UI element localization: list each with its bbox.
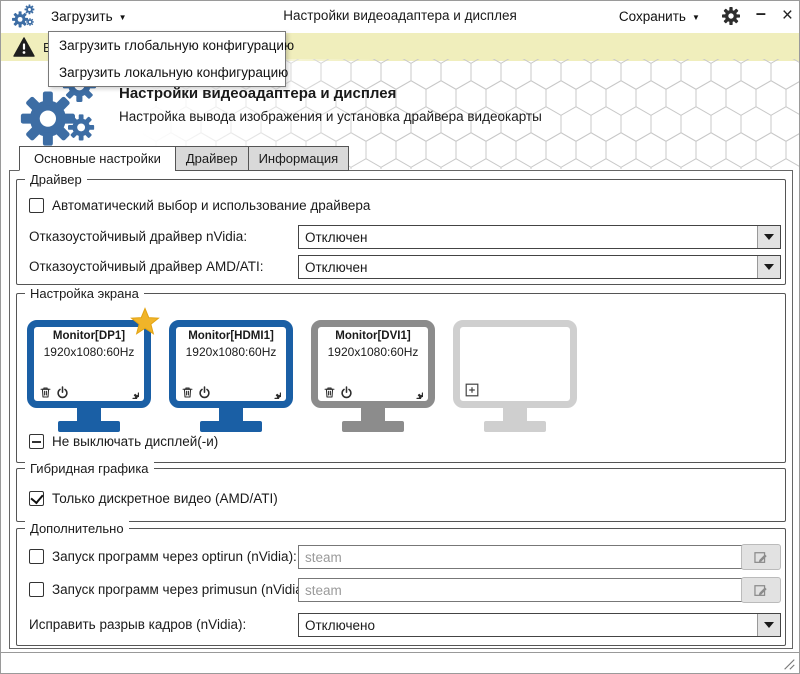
- optirun-input[interactable]: [298, 545, 743, 569]
- monitor-base: [200, 421, 262, 432]
- trash-icon[interactable]: [323, 386, 336, 399]
- monitor-name: Monitor[DVI1]: [335, 330, 411, 342]
- optirun-edit-button[interactable]: [741, 544, 781, 570]
- monitor-widget-hdmi1[interactable]: Monitor[HDMI1] 1920x1080:60Hz: [169, 320, 293, 432]
- monitor-base: [484, 421, 546, 432]
- nvidia-failsafe-label: Отказоустойчивый драйвер nVidia:: [29, 229, 248, 244]
- page-title: Настройки видеоадаптера и дисплея: [119, 85, 397, 102]
- add-monitor-icon[interactable]: [465, 383, 479, 397]
- group-driver: Драйвер Автоматический выбор и использов…: [16, 172, 786, 285]
- pencil-icon: [753, 549, 769, 565]
- discrete-only-label: Только дискретное видео (AMD/ATI): [52, 491, 278, 506]
- power-icon[interactable]: [56, 386, 69, 399]
- resize-grip[interactable]: [782, 657, 796, 671]
- tab-driver[interactable]: Драйвер: [174, 146, 249, 171]
- monitor-resolution: 1920x1080:60Hz: [43, 345, 135, 359]
- group-screen: Настройка экрана Monitor[DP1] 1920x1080:…: [16, 286, 786, 463]
- title-bar: Загрузить ▼ Настройки видеоадаптера и ди…: [1, 1, 799, 31]
- power-icon[interactable]: [340, 386, 353, 399]
- keep-display-on-label: Не выключать дисплей(-и): [52, 434, 219, 449]
- chevron-down-icon: [764, 264, 774, 270]
- monitor-resolution: 1920x1080:60Hz: [327, 345, 419, 359]
- trash-icon[interactable]: [181, 386, 194, 399]
- menu-item-load-local[interactable]: Загрузить локальную конфигурацию: [59, 65, 289, 80]
- optirun-label: Запуск программ через optirun (nVidia):: [52, 549, 297, 564]
- monitor-widget-dp1[interactable]: Monitor[DP1] 1920x1080:60Hz: [27, 320, 151, 432]
- load-menu-label: Загрузить: [51, 8, 113, 24]
- page-subtitle: Настройка вывода изображения и установка…: [119, 109, 542, 124]
- monitor-stand: [361, 408, 385, 421]
- close-button[interactable]: ×: [781, 5, 793, 26]
- chevron-down-icon: [764, 234, 774, 240]
- primusun-label: Запуск программ через primusun (nVidia):: [52, 582, 312, 597]
- monitor-stand: [503, 408, 527, 421]
- warning-text: В: [43, 40, 52, 55]
- dropdown-arrow-button[interactable]: [757, 226, 780, 248]
- monitor-widget-empty[interactable]: [453, 320, 577, 432]
- group-screen-legend: Настройка экрана: [25, 286, 144, 301]
- tab-main-settings[interactable]: Основные настройки: [19, 146, 176, 171]
- auto-driver-label: Автоматический выбор и использование дра…: [52, 198, 371, 213]
- group-hybrid-legend: Гибридная графика: [25, 461, 154, 476]
- dropdown-arrow-button[interactable]: [757, 614, 780, 636]
- load-dropdown-menu: Загрузить глобальную конфигурацию Загруз…: [48, 31, 295, 87]
- keep-display-on-checkbox[interactable]: [29, 434, 44, 449]
- monitor-gear-icon[interactable]: [268, 386, 281, 399]
- monitor-base: [58, 421, 120, 432]
- pencil-icon: [753, 582, 769, 598]
- dropdown-arrow-button[interactable]: [757, 256, 780, 278]
- monitor-name: Monitor[DP1]: [52, 330, 126, 342]
- tab-information[interactable]: Информация: [247, 146, 350, 171]
- power-icon[interactable]: [198, 386, 211, 399]
- monitor-gear-icon[interactable]: [410, 386, 423, 399]
- monitor-widget-dvi1[interactable]: Monitor[DVI1] 1920x1080:60Hz: [311, 320, 435, 432]
- monitor-gear-icon[interactable]: [126, 386, 139, 399]
- nvidia-failsafe-value: Отключен: [305, 229, 368, 245]
- amd-failsafe-select[interactable]: Отключен: [298, 255, 781, 279]
- group-extra: Дополнительно Запуск программ через opti…: [16, 521, 786, 646]
- primusun-checkbox[interactable]: [29, 582, 44, 597]
- monitor-resolution: 1920x1080:60Hz: [185, 345, 277, 359]
- chevron-down-icon: ▼: [118, 12, 127, 22]
- minimize-button[interactable]: –: [755, 3, 766, 23]
- auto-driver-checkbox[interactable]: [29, 198, 44, 213]
- warning-icon: [13, 37, 35, 57]
- group-extra-legend: Дополнительно: [25, 521, 129, 536]
- tab-bar: Основные настройки Драйвер Информация: [19, 146, 350, 171]
- save-menu-button[interactable]: Сохранить ▼: [613, 1, 706, 31]
- tearing-fix-label: Исправить разрыв кадров (nVidia):: [29, 617, 247, 632]
- tab-content-panel: Драйвер Автоматический выбор и использов…: [9, 170, 793, 649]
- optirun-checkbox[interactable]: [29, 549, 44, 564]
- discrete-only-checkbox[interactable]: [29, 491, 44, 506]
- tearing-fix-select[interactable]: Отключено: [298, 613, 781, 637]
- primary-star-icon: [130, 307, 160, 337]
- settings-gear-button[interactable]: [721, 7, 740, 25]
- tearing-fix-value: Отключено: [305, 617, 375, 633]
- app-gears-icon: [12, 4, 35, 28]
- chevron-down-icon: ▼: [691, 12, 700, 22]
- nvidia-failsafe-select[interactable]: Отключен: [298, 225, 781, 249]
- primusun-input[interactable]: [298, 578, 743, 602]
- group-hybrid: Гибридная графика Только дискретное виде…: [16, 461, 786, 522]
- monitor-row: Monitor[DP1] 1920x1080:60Hz: [27, 320, 577, 432]
- save-menu-label: Сохранить: [618, 8, 686, 24]
- group-driver-legend: Драйвер: [25, 172, 87, 187]
- amd-failsafe-label: Отказоустойчивый драйвер AMD/ATI:: [29, 259, 264, 274]
- chevron-down-icon: [764, 622, 774, 628]
- primusun-edit-button[interactable]: [741, 577, 781, 603]
- load-menu-button[interactable]: Загрузить ▼: [45, 1, 133, 31]
- trash-icon[interactable]: [39, 386, 52, 399]
- monitor-base: [342, 421, 404, 432]
- menu-item-load-global[interactable]: Загрузить глобальную конфигурацию: [59, 38, 295, 53]
- monitor-stand: [77, 408, 101, 421]
- monitor-stand: [219, 408, 243, 421]
- status-bar: [1, 652, 799, 673]
- amd-failsafe-value: Отключен: [305, 259, 368, 275]
- monitor-name: Monitor[HDMI1]: [188, 330, 274, 342]
